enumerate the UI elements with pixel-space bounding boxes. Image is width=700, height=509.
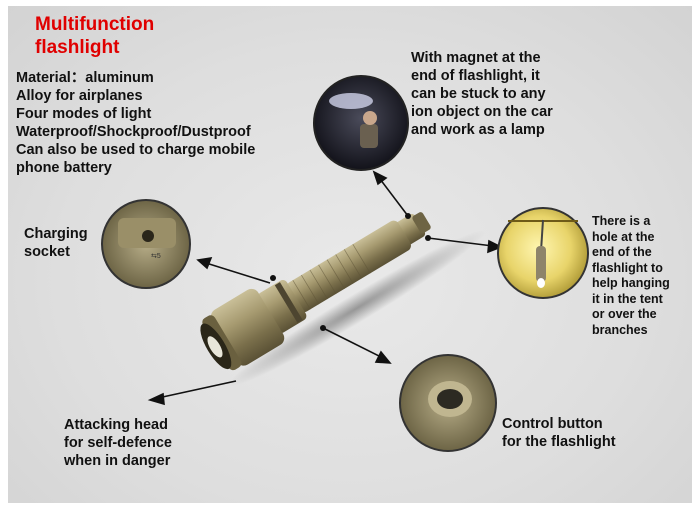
control-button-photo: [399, 354, 497, 452]
flashlight: [200, 212, 486, 387]
control-button-callout: Control button for the flashlight: [502, 416, 616, 450]
flashlight-illustration: ⇆5: [101, 75, 589, 452]
tent-hanging-photo: [497, 207, 589, 299]
svg-text:⇆5: ⇆5: [151, 253, 161, 260]
callout-arrows: [147, 170, 503, 406]
attacking-head-callout: Attacking head for self-defence when in …: [64, 417, 172, 469]
product-infographic: ⇆5 Multifunction flashlight Material：alu…: [8, 6, 692, 503]
specifications-list: Material：aluminum Alloy for airplanes Fo…: [16, 70, 256, 176]
magnet-lamp-photo: [313, 75, 409, 171]
charging-socket-photo: ⇆5: [101, 199, 191, 289]
charging-socket-callout: Charging socket: [24, 226, 88, 260]
page-title: Multifunction flashlight: [35, 14, 155, 58]
hanging-hole-callout: There is a hole at the end of the flashl…: [592, 214, 670, 337]
magnet-callout: With magnet at the end of flashlight, it…: [411, 50, 553, 138]
